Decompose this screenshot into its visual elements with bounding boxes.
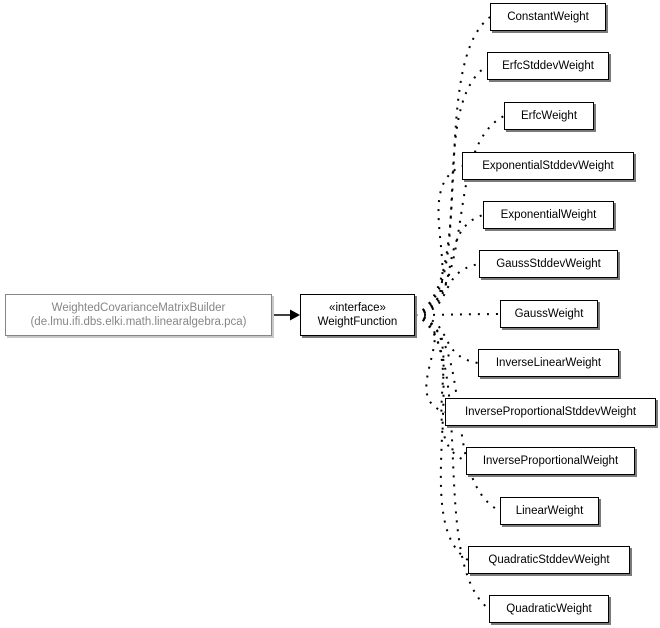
implementation-class-name: QuadraticStddevWeight (488, 554, 610, 566)
implementation-class-name: InverseLinearWeight (495, 357, 602, 369)
realization-edge (414, 314, 479, 364)
interface-name: WeightFunction (317, 316, 398, 328)
class-node-implementation[interactable]: InverseProportionalStddevWeight (445, 398, 656, 426)
implementation-class-name: ErfcStddevWeight (502, 60, 594, 72)
realization-edge (414, 314, 446, 413)
class-node-implementation[interactable]: GaussWeight (500, 300, 598, 328)
source-class-name: WeightedCovarianceMatrixBuilder (51, 302, 226, 314)
class-node-implementation[interactable]: GaussStddevWeight (479, 250, 618, 278)
realization-edge (414, 165, 463, 316)
class-node-implementation[interactable]: ExponentialWeight (483, 201, 614, 229)
implementation-class-name: GaussStddevWeight (496, 258, 601, 270)
class-node-weight-function-interface[interactable]: «interface» WeightFunction (300, 294, 415, 336)
class-node-implementation[interactable]: ErfcWeight (504, 102, 594, 130)
realization-edge (414, 214, 484, 316)
class-node-implementation[interactable]: ConstantWeight (490, 3, 606, 31)
class-node-implementation[interactable]: ExponentialStddevWeight (462, 152, 634, 180)
implementation-class-name: ExponentialWeight (500, 209, 597, 221)
class-node-implementation[interactable]: QuadraticStddevWeight (468, 546, 630, 574)
arrow-head (290, 309, 300, 321)
implementation-class-name: ConstantWeight (507, 11, 589, 23)
implementation-class-name: QuadraticWeight (506, 603, 592, 615)
source-class-package: (de.lmu.ifi.dbs.elki.math.linearalgebra.… (30, 316, 247, 328)
realization-edge (414, 314, 467, 462)
realization-edge (414, 263, 480, 316)
class-node-implementation[interactable]: InverseProportionalWeight (466, 447, 635, 475)
interface-stereotype: «interface» (329, 302, 386, 314)
implementation-class-name: ExponentialStddevWeight (482, 160, 614, 172)
implementation-class-name: InverseProportionalWeight (482, 455, 619, 467)
class-node-implementation[interactable]: ErfcStddevWeight (487, 52, 609, 80)
class-node-implementation[interactable]: QuadraticWeight (489, 595, 609, 623)
implementation-class-name: GaussWeight (514, 308, 584, 320)
realization-edge (414, 65, 488, 316)
implementation-class-name: ErfcWeight (520, 110, 578, 122)
class-node-implementation[interactable]: LinearWeight (500, 497, 599, 525)
realization-edge (414, 313, 501, 316)
implementation-class-name: LinearWeight (515, 505, 584, 517)
implementation-class-name: InverseProportionalStddevWeight (464, 406, 637, 418)
realization-edge (414, 314, 469, 561)
class-node-implementation[interactable]: InverseLinearWeight (478, 349, 619, 377)
class-node-weighted-covariance-matrix-builder[interactable]: WeightedCovarianceMatrixBuilder (de.lmu.… (5, 294, 272, 336)
